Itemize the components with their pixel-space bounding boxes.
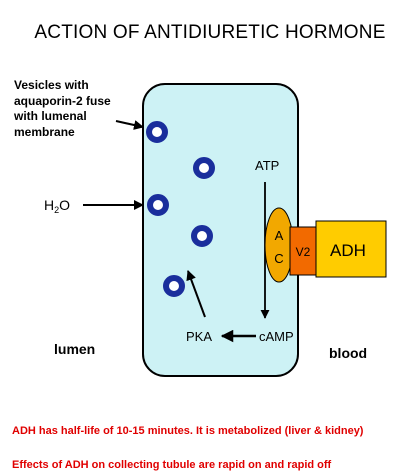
adenylate-cyclase-label-a: A [275, 228, 284, 243]
vesicle-fuse-arrow [115, 120, 144, 130]
v2-receptor-label: V2 [296, 245, 311, 259]
water-label: H2O [44, 197, 70, 215]
aquaporin-vesicle [191, 225, 213, 247]
aquaporin-vesicle-top [146, 121, 168, 143]
vesicles-label: Vesicles with aquaporin-2 fuse with lume… [14, 78, 139, 140]
pka-label: PKA [186, 329, 212, 344]
camp-label: cAMP [259, 329, 294, 344]
vesicles-label-line: Vesicles with [14, 78, 89, 92]
aquaporin-vesicle-membrane [147, 194, 169, 216]
aquaporin-vesicle [193, 157, 215, 179]
vesicles-label-line: membrane [14, 124, 75, 139]
v2-receptor [289, 226, 317, 276]
adenylate-cyclase [264, 207, 294, 283]
adenylate-cyclase-label-c: C [274, 251, 283, 266]
pka-to-vesicle-arrow [186, 270, 206, 318]
diagram-title: ACTION OF ANTIDIURETIC HORMONE [34, 22, 386, 43]
blood-label: blood [329, 345, 367, 361]
vesicles-label-line: aquaporin-2 fuse [14, 93, 111, 108]
adh-hormone [315, 220, 387, 278]
adh-label: ADH [330, 241, 366, 260]
half-life-note: ADH has half-life of 10-15 minutes. It i… [12, 425, 364, 437]
atp-label: ATP [255, 158, 279, 173]
lumen-label: lumen [54, 341, 95, 357]
vesicles-label-line: with lumenal [14, 109, 87, 123]
effects-note: Effects of ADH on collecting tubule are … [12, 459, 332, 471]
aquaporin-vesicle-bottom [163, 275, 185, 297]
